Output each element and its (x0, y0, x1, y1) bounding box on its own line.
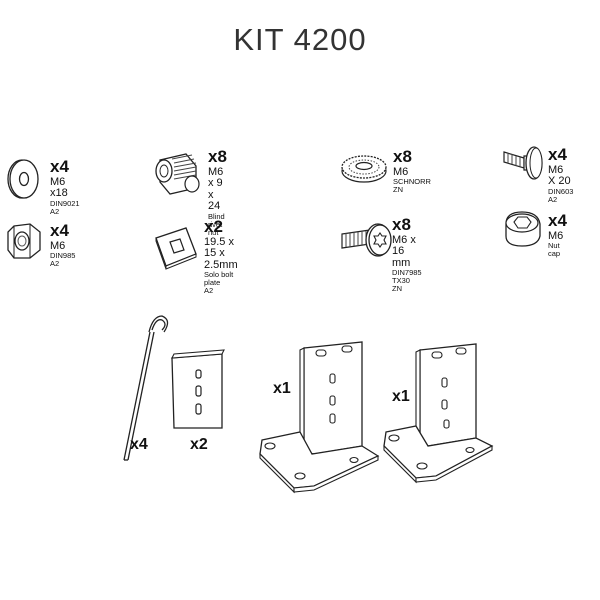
washer-qty: x4 (50, 157, 69, 176)
bracket-right-qty: x1 (392, 388, 410, 405)
carriage-bolt-icon (500, 140, 548, 184)
nut-cap-qty: x4 (548, 211, 567, 230)
nut-cap-desc: Nut cap (548, 241, 561, 259)
washer-spec: M6 x18 (50, 175, 68, 200)
lock-washer-icon (338, 152, 390, 186)
washer-icon (4, 158, 44, 200)
bolt-plate-material: A2 (204, 286, 214, 296)
rivet-nut-spec: M6 x 9 x 24 (208, 165, 224, 213)
torx-screw-icon (338, 220, 394, 264)
carriage-bolt-spec: M6 X 20 (548, 163, 571, 188)
bracket-left-qty: x1 (273, 380, 291, 397)
nut-cap-spec: M6 (548, 229, 564, 242)
torx-screw-spec: M6 x 16 mm (392, 233, 416, 269)
bolt-plate-qty: x2 (204, 217, 223, 236)
bolt-plate-spec: 19.5 x 15 x 2.5mm (204, 235, 238, 271)
hook-rod-icon (110, 310, 170, 470)
carriage-bolt-std: DIN603 (548, 186, 574, 196)
schnorr-qty: x8 (393, 147, 412, 166)
mounting-plate-icon (166, 348, 230, 432)
kit-title: KIT 4200 (233, 22, 367, 57)
nut-qty: x4 (50, 221, 69, 240)
bolt-plate-desc: Solo bolt plate (204, 270, 234, 288)
torx-screw-material: ZN (392, 284, 402, 294)
rivet-nut-desc: Blind rivet nut (208, 212, 225, 237)
torx-screw-std: DIN7985 TX30 (392, 268, 422, 286)
nut-spec: M6 (50, 239, 66, 252)
plate-qty: x2 (190, 436, 208, 453)
angle-bracket-icon (254, 336, 384, 496)
rivet-nut-qty: x8 (208, 147, 227, 166)
nut-cap-icon (500, 206, 546, 250)
carriage-bolt-material: A2 (548, 194, 558, 204)
hex-nut-icon (4, 220, 44, 262)
angle-bracket-icon (380, 338, 500, 488)
torx-screw-qty: x8 (392, 215, 411, 234)
rivet-nut-icon (152, 148, 206, 196)
hook-qty: x4 (130, 436, 148, 453)
schnorr-material: ZN (393, 185, 403, 195)
carriage-bolt-qty: x4 (548, 145, 567, 164)
washer-material: A2 (50, 206, 60, 216)
washer-std: DIN9021 (50, 198, 80, 208)
nut-material: A2 (50, 259, 60, 269)
schnorr-spec: M6 (393, 165, 409, 178)
bolt-plate-icon (152, 224, 200, 270)
nut-std: DIN985 (50, 251, 76, 261)
schnorr-desc: SCHNORR (393, 177, 431, 187)
